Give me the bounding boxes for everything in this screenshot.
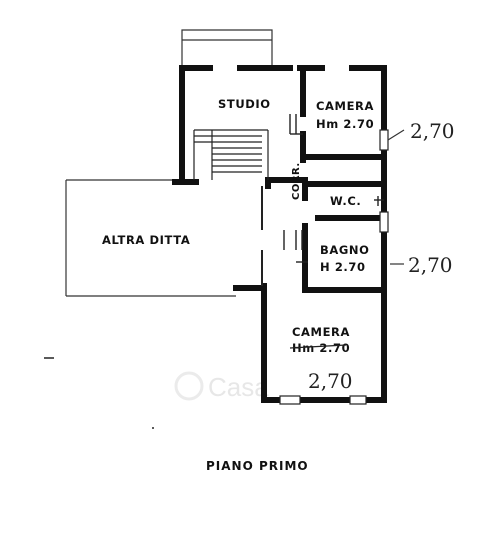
room-label-studio: STUDIO	[218, 97, 271, 111]
handwritten-note-bottom-text: 2,70	[308, 369, 353, 393]
room-height-camera-bottom: Hm 2.70	[292, 341, 350, 355]
handwritten-note-top: 2,70	[387, 119, 455, 143]
plan-title: PIANO PRIMO	[206, 459, 309, 473]
room-label-wc: W.C.	[330, 194, 361, 208]
room-label-bagno: BAGNO	[320, 243, 370, 257]
strikethrough-mark	[289, 344, 347, 349]
room-label-camera-top: CAMERA	[316, 99, 374, 113]
room-height-camera-top: Hm 2.70	[316, 117, 374, 131]
balcony	[181, 29, 273, 70]
handwritten-note-top-text: 2,70	[410, 119, 455, 143]
watermark-text: Casa	[208, 372, 269, 402]
staircase	[193, 129, 269, 180]
room-height-bagno: H 2.70	[320, 260, 366, 274]
stray-marks	[44, 357, 154, 429]
altra-ditta-outline	[65, 179, 236, 297]
handwritten-note-middle: 2,70	[390, 253, 453, 277]
doors	[283, 114, 384, 263]
watermark: Casa	[174, 371, 269, 402]
handwritten-note-middle-text: 2,70	[408, 253, 453, 277]
windows	[279, 129, 389, 405]
walls	[172, 65, 387, 403]
room-label-corr: CORR.	[291, 162, 302, 200]
room-label-altra-ditta: ALTRA DITTA	[102, 233, 190, 247]
handwritten-note-bottom: 2,70	[308, 369, 353, 393]
room-label-camera-bottom: CAMERA	[292, 325, 350, 339]
